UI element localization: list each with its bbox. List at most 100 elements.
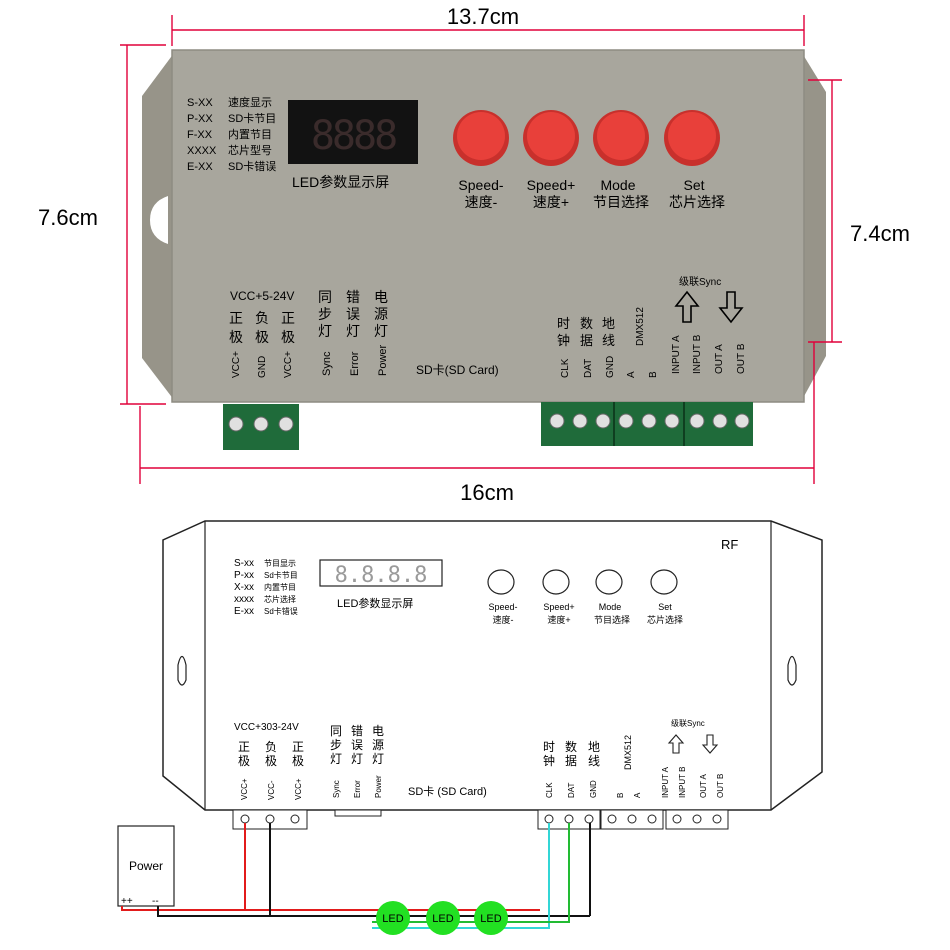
svg-text:源: 源 (372, 738, 384, 752)
svg-text:地: 地 (588, 740, 600, 754)
svg-text:INPUT B: INPUT B (678, 767, 687, 798)
photo-terminal-left (223, 404, 299, 450)
svg-text:灯: 灯 (318, 323, 332, 339)
right-height-dimension-label: 7.4cm (850, 221, 910, 246)
svg-text:Speed-: Speed- (488, 602, 517, 612)
svg-text:GND: GND (257, 356, 268, 378)
svg-text:E-XX: E-XX (187, 161, 213, 173)
svg-text:同: 同 (330, 724, 342, 738)
svg-text:VCC+303-24V: VCC+303-24V (234, 722, 299, 733)
black-ground-wire (157, 823, 271, 917)
photo-terminal-right (541, 402, 753, 446)
svg-text:据: 据 (565, 754, 577, 768)
set-button[interactable] (668, 112, 716, 160)
svg-text:P-XX: P-XX (187, 113, 213, 125)
diagram-buttons (487, 569, 678, 595)
speed-plus-label-cn: 速度+ (533, 194, 569, 210)
diagram-power-section: VCC+303-24V 正 极 负 极 正 极 VCC+ VCC- VCC+ (234, 722, 304, 800)
diagram-speed-minus-button[interactable] (487, 569, 515, 595)
svg-text:xxxx: xxxx (234, 594, 254, 605)
svg-text:钟: 钟 (557, 333, 570, 348)
led-chain: LED LED LED (376, 901, 508, 935)
svg-text:LED: LED (480, 913, 501, 925)
diagram-mode-legend: S-xx 节目显示 P-xx Sd卡节目 X-xx 内置节目 xxxx 芯片选择… (234, 558, 298, 617)
svg-text:灯: 灯 (372, 752, 384, 766)
speed-plus-button[interactable] (527, 112, 575, 160)
svg-text:电: 电 (374, 289, 388, 305)
input-arrow-icon (674, 290, 700, 323)
led-2 (426, 901, 460, 935)
svg-text:CLK: CLK (560, 358, 571, 378)
diagram-led-label: LED参数显示屏 (337, 596, 413, 610)
svg-text:DAT: DAT (567, 782, 576, 798)
svg-text:VCC-: VCC- (267, 780, 276, 800)
diagram-set-button[interactable] (650, 569, 678, 595)
svg-text:INPUT A: INPUT A (671, 335, 682, 374)
svg-text:VCC+: VCC+ (283, 351, 294, 378)
led-3 (474, 901, 508, 935)
power-supply-label: Power (129, 859, 163, 873)
speed-plus-label: Speed+ (527, 177, 576, 193)
svg-text:级联Sync: 级联Sync (671, 718, 705, 728)
svg-text:芯片型号: 芯片型号 (228, 143, 272, 157)
photo-indicator-labels: 同 步 灯 错 误 灯 电 源 灯 Sync Error Power (318, 289, 389, 376)
svg-text:内置节目: 内置节目 (228, 127, 272, 141)
svg-text:Speed+: Speed+ (543, 602, 574, 612)
svg-text:VCC+: VCC+ (294, 778, 303, 800)
power-supply-plus: ++ (121, 896, 133, 907)
svg-text:极: 极 (292, 754, 304, 768)
svg-text:正: 正 (229, 310, 243, 326)
diagram-button-labels: Speed- 速度- Speed+ 速度+ Mode 节目选择 Set 芯片选择 (488, 602, 683, 625)
svg-text:Power: Power (374, 775, 383, 798)
svg-text:数: 数 (565, 739, 577, 754)
svg-text:步: 步 (330, 738, 342, 752)
svg-text:芯片选择: 芯片选择 (647, 614, 683, 625)
svg-text:灯: 灯 (346, 323, 360, 339)
diagram-mode-button[interactable] (595, 569, 623, 595)
diagram-indicator-labels: 同 步 灯 错 误 灯 电 源 灯 Sync Error Power (330, 724, 384, 798)
svg-text:Mode: Mode (599, 602, 622, 612)
svg-text:正: 正 (281, 310, 295, 326)
svg-text:错: 错 (351, 724, 363, 738)
mode-label-cn: 节目选择 (593, 194, 649, 210)
rf-label: RF (721, 537, 738, 552)
svg-text:S-XX: S-XX (187, 97, 213, 109)
diagram-led-display (319, 559, 443, 587)
svg-text:极: 极 (265, 754, 277, 768)
led-1 (376, 901, 410, 935)
svg-text:INPUT B: INPUT B (692, 334, 703, 374)
svg-text:A: A (626, 371, 637, 378)
overall-width-dimension-label: 16cm (460, 480, 514, 505)
svg-text:Sync: Sync (321, 351, 333, 376)
dimension-lines (120, 15, 842, 484)
controller-photo: S-XX 速度显示 P-XX SD卡节目 F-XX 内置节目 XXXX 芯片型号… (142, 49, 826, 450)
led-display (288, 100, 418, 164)
diagram-speed-plus-button[interactable] (542, 569, 570, 595)
svg-text:OUT A: OUT A (699, 773, 708, 798)
svg-text:极: 极 (229, 329, 243, 345)
svg-text:Power: Power (377, 344, 389, 376)
svg-text:极: 极 (255, 329, 269, 345)
red-power-wire (121, 823, 246, 911)
svg-text:正: 正 (238, 740, 250, 754)
svg-text:E-xx: E-xx (234, 606, 254, 617)
svg-text:负: 负 (265, 740, 277, 754)
svg-text:DMX512: DMX512 (623, 735, 633, 770)
photo-buttons: Speed- 速度- Speed+ 速度+ Mode 节目选择 Set 芯片选择 (453, 110, 725, 210)
svg-text:步: 步 (318, 306, 332, 322)
controller-diagram: RF S-xx 节目显示 P-xx Sd卡节目 X-xx 内置节目 xxxx 芯… (117, 520, 823, 935)
svg-text:线: 线 (588, 754, 600, 768)
diagram-cascade: 级联Sync INPUT A INPUT B OUT A OUT B (661, 718, 725, 798)
svg-text:线: 线 (602, 333, 615, 348)
svg-text:速度+: 速度+ (547, 614, 570, 625)
svg-text:钟: 钟 (543, 753, 555, 768)
svg-text:极: 极 (238, 754, 250, 768)
speed-minus-button[interactable] (457, 112, 505, 160)
svg-text:Sd卡节目: Sd卡节目 (264, 570, 298, 580)
mode-button[interactable] (597, 112, 645, 160)
svg-text:源: 源 (374, 306, 388, 322)
svg-text:极: 极 (281, 329, 295, 345)
mode-legend: S-XX 速度显示 P-XX SD卡节目 F-XX 内置节目 XXXX 芯片型号… (187, 95, 276, 173)
svg-text:OUT A: OUT A (714, 344, 725, 374)
